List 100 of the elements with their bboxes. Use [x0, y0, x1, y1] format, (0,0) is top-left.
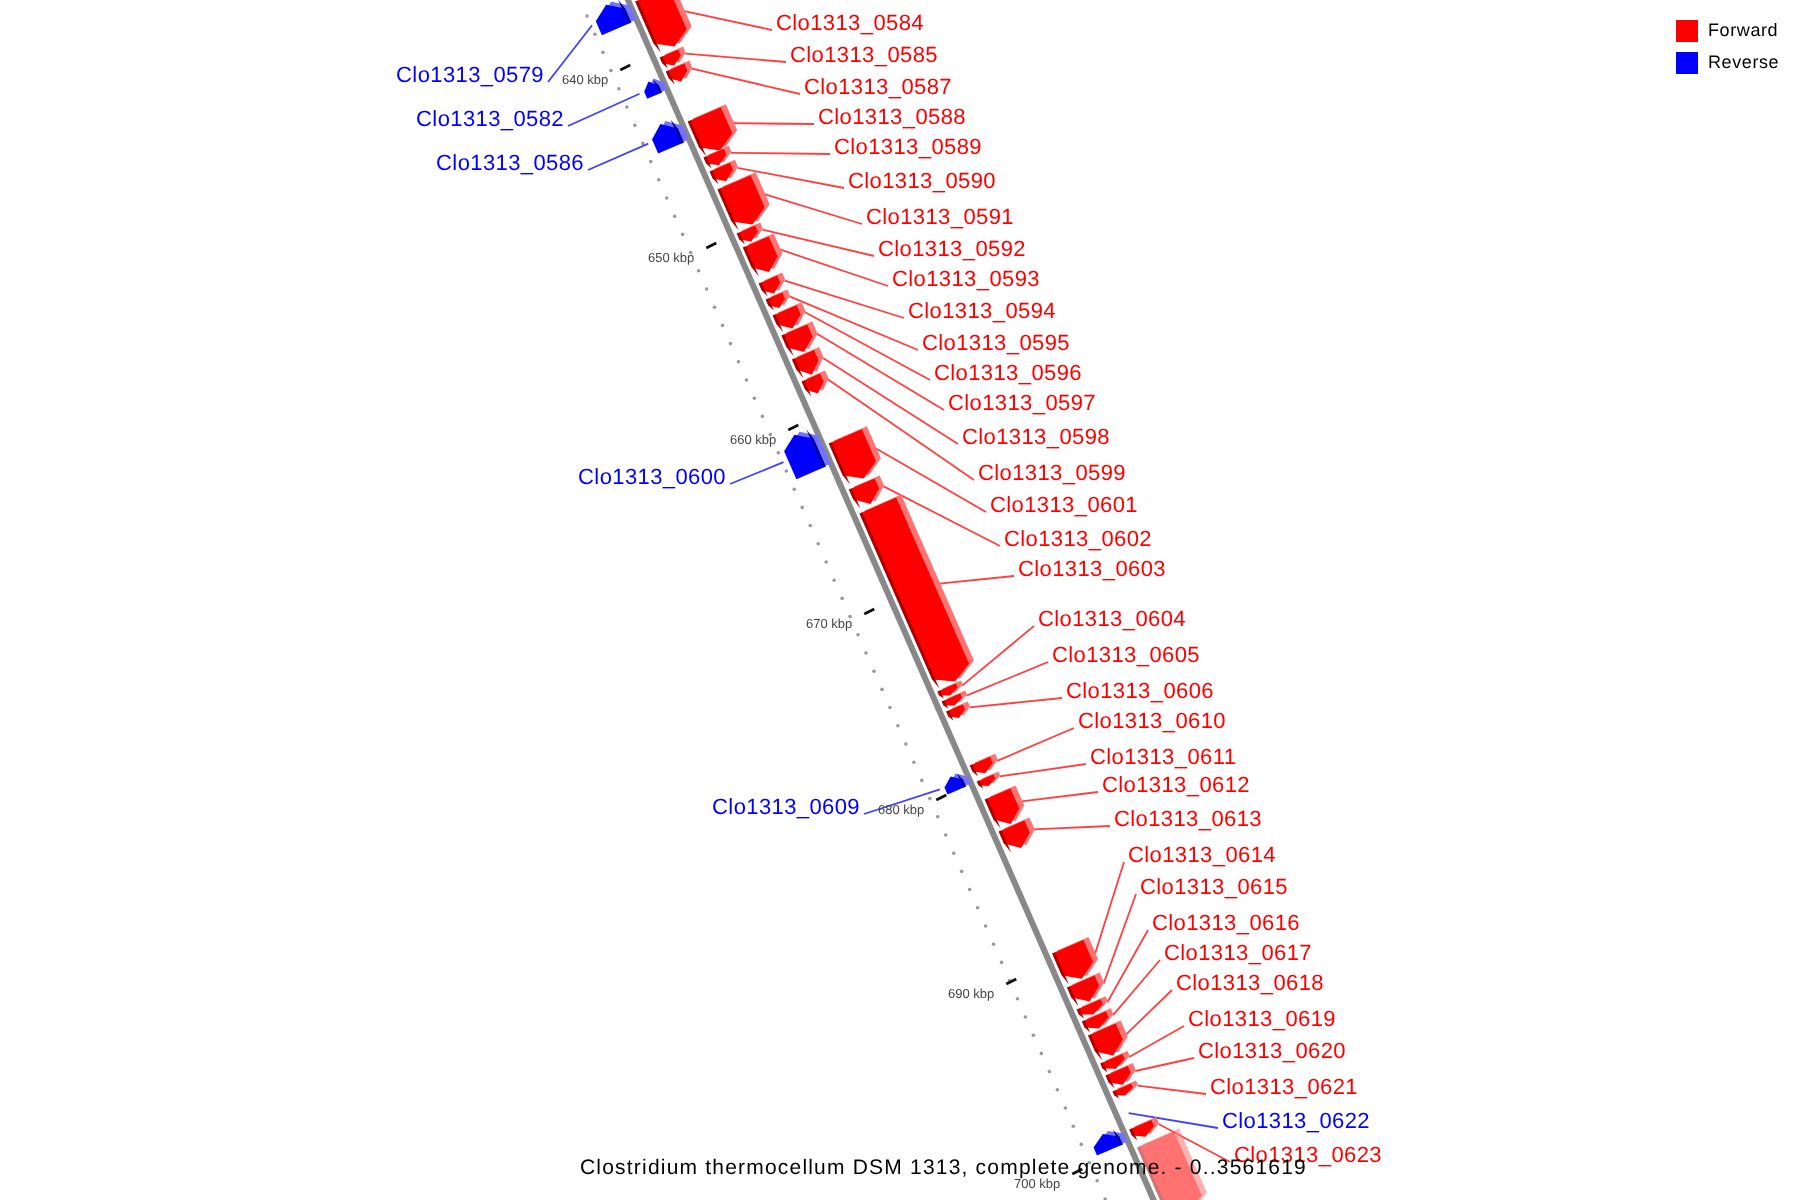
gene-label: Clo1313_0594	[908, 300, 1056, 326]
gene-label: Clo1313_0579	[396, 64, 544, 90]
gene-label: Clo1313_0588	[818, 106, 966, 132]
gene-block	[665, 60, 693, 85]
leader-line	[938, 575, 1015, 585]
gene-block	[709, 159, 738, 185]
leader-line	[1127, 1112, 1219, 1129]
gene-label: Clo1313_0606	[1066, 680, 1214, 706]
leader-line	[684, 52, 787, 63]
gene-label: Clo1313_0613	[1114, 808, 1262, 834]
leader-line	[1136, 1084, 1207, 1095]
leader-line	[1094, 861, 1125, 955]
leader-line	[1134, 1057, 1195, 1072]
gene-block	[644, 78, 667, 99]
gene-label: Clo1313_0586	[436, 152, 584, 178]
leader-line	[996, 727, 1075, 762]
leader-line	[998, 763, 1087, 778]
gene-block	[946, 701, 970, 721]
leader-line	[732, 122, 815, 125]
leader-line	[822, 357, 959, 445]
leader-line	[1128, 1025, 1185, 1058]
leader-line	[729, 461, 785, 485]
leader-line	[567, 92, 641, 127]
gene-label: Clo1313_0621	[1210, 1076, 1358, 1102]
gene-label: Clo1313_0598	[962, 426, 1110, 452]
gene-block	[998, 817, 1035, 853]
gene-block	[717, 172, 770, 231]
gene-label: Clo1313_0616	[1152, 912, 1300, 938]
gene-label: Clo1313_0584	[776, 12, 924, 38]
gene-block	[765, 289, 790, 311]
leader-line	[761, 228, 875, 257]
leader-line	[1125, 989, 1173, 1036]
gene-label: Clo1313_0601	[990, 494, 1138, 520]
gene-label: Clo1313_0604	[1038, 608, 1186, 634]
gene-block	[1112, 1080, 1138, 1099]
leader-line	[874, 447, 987, 513]
gene-label: Clo1313_0612	[1102, 774, 1250, 800]
leader-line	[1112, 959, 1161, 1017]
gene-block	[859, 494, 974, 689]
leader-line	[778, 248, 889, 287]
gene-block	[781, 321, 818, 357]
leader-line	[961, 625, 1035, 687]
gene-label: Clo1313_0593	[892, 268, 1040, 294]
leader-line	[1102, 893, 1137, 985]
leader-line	[691, 67, 801, 95]
gene-block	[976, 771, 1001, 789]
gene-block	[944, 773, 971, 795]
gene-label: Clo1313_0619	[1188, 1008, 1336, 1034]
leader-line	[1032, 825, 1111, 831]
leader-line	[730, 151, 831, 155]
legend-label: Reverse	[1708, 52, 1780, 74]
gene-block	[784, 429, 831, 480]
leader-line	[827, 378, 975, 481]
gene-label: Clo1313_0617	[1164, 942, 1312, 968]
gene-block	[652, 119, 689, 154]
gene-label: Clo1313_0602	[1004, 528, 1152, 554]
gene-block	[849, 475, 885, 509]
gene-label: Clo1313_0587	[804, 76, 952, 102]
leader-line	[882, 485, 1001, 547]
gene-label: Clo1313_0595	[922, 332, 1070, 358]
leader-line	[1106, 929, 1149, 1004]
gene-label: Clo1313_0590	[848, 170, 996, 196]
gene-label: Clo1313_0622	[1222, 1110, 1370, 1136]
gene-label: Clo1313_0582	[416, 108, 564, 134]
gene-label: Clo1313_0611	[1090, 746, 1237, 772]
gene-block	[1093, 1129, 1128, 1156]
leader-line	[547, 24, 593, 83]
leader-line	[804, 311, 931, 381]
gene-block	[595, 0, 637, 36]
leader-line	[1157, 1123, 1231, 1163]
gene-label: Clo1313_0609	[712, 796, 860, 822]
gene-label: Clo1313_0589	[834, 136, 982, 162]
gene-label: Clo1313_0620	[1198, 1040, 1346, 1066]
leader-line	[736, 166, 845, 189]
leader-line	[1020, 791, 1099, 803]
gene-label: Clo1313_0603	[1018, 558, 1166, 584]
gene-label: Clo1313_0615	[1140, 876, 1288, 902]
leader-line	[683, 10, 773, 31]
gene-block	[1129, 1117, 1159, 1141]
gene-label: Clo1313_0599	[978, 462, 1126, 488]
gene-label: Clo1313_0585	[790, 44, 938, 70]
gene-label: Clo1313_0605	[1052, 644, 1200, 670]
gene-label: Clo1313_0610	[1078, 710, 1226, 736]
gene-label: Clo1313_0597	[948, 392, 1096, 418]
gene-label: Clo1313_0591	[866, 206, 1014, 232]
gene-label: Clo1313_0596	[934, 362, 1082, 388]
leader-line	[763, 193, 863, 225]
gene-label: Clo1313_0592	[878, 238, 1026, 264]
gene-block	[687, 104, 738, 157]
leader-line	[968, 697, 1063, 709]
leader-line	[965, 661, 1049, 697]
leader-line	[863, 788, 941, 815]
gene-label: Clo1313_0618	[1176, 972, 1324, 998]
leader-line	[587, 142, 650, 171]
leader-line	[788, 295, 919, 351]
legend-label: Forward	[1708, 20, 1779, 42]
leader-line	[783, 279, 905, 319]
gene-label: Clo1313_0600	[578, 466, 726, 492]
gene-block	[801, 370, 829, 397]
gene-block	[635, 0, 692, 53]
